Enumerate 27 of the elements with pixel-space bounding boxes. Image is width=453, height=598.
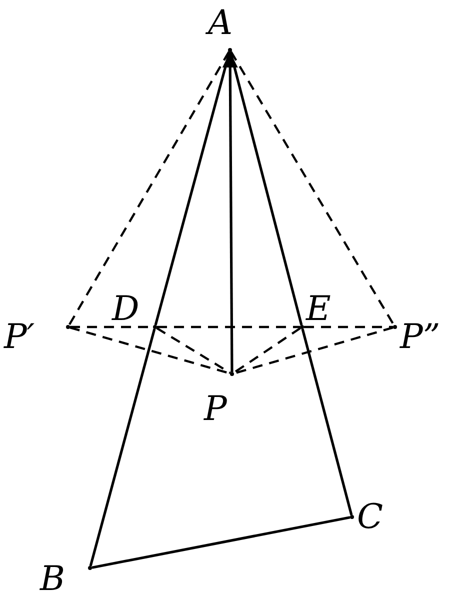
line-segment xyxy=(92,516,350,569)
point-label: B xyxy=(40,562,65,596)
point xyxy=(88,566,92,570)
dashed-line xyxy=(156,327,231,374)
point-label: P′ xyxy=(4,320,35,354)
line-segment xyxy=(89,328,156,566)
dashed-line xyxy=(233,327,301,374)
line-segment xyxy=(222,52,238,372)
point xyxy=(230,372,234,376)
point xyxy=(66,325,70,329)
point xyxy=(228,48,232,52)
point-label: P xyxy=(204,392,227,426)
dashed-line xyxy=(157,326,300,328)
point-label: A xyxy=(208,6,233,40)
point xyxy=(393,325,397,329)
line-segment xyxy=(301,328,353,516)
dashed-line xyxy=(230,51,395,326)
point-label: E xyxy=(306,292,331,326)
point xyxy=(153,325,157,329)
dashed-line xyxy=(234,326,394,374)
point xyxy=(300,325,304,329)
point-label: C xyxy=(357,500,384,534)
point-label: P” xyxy=(400,320,440,354)
point xyxy=(350,515,354,519)
point-label: D xyxy=(112,292,140,326)
dashed-line xyxy=(68,51,230,326)
dashed-line xyxy=(304,326,393,328)
